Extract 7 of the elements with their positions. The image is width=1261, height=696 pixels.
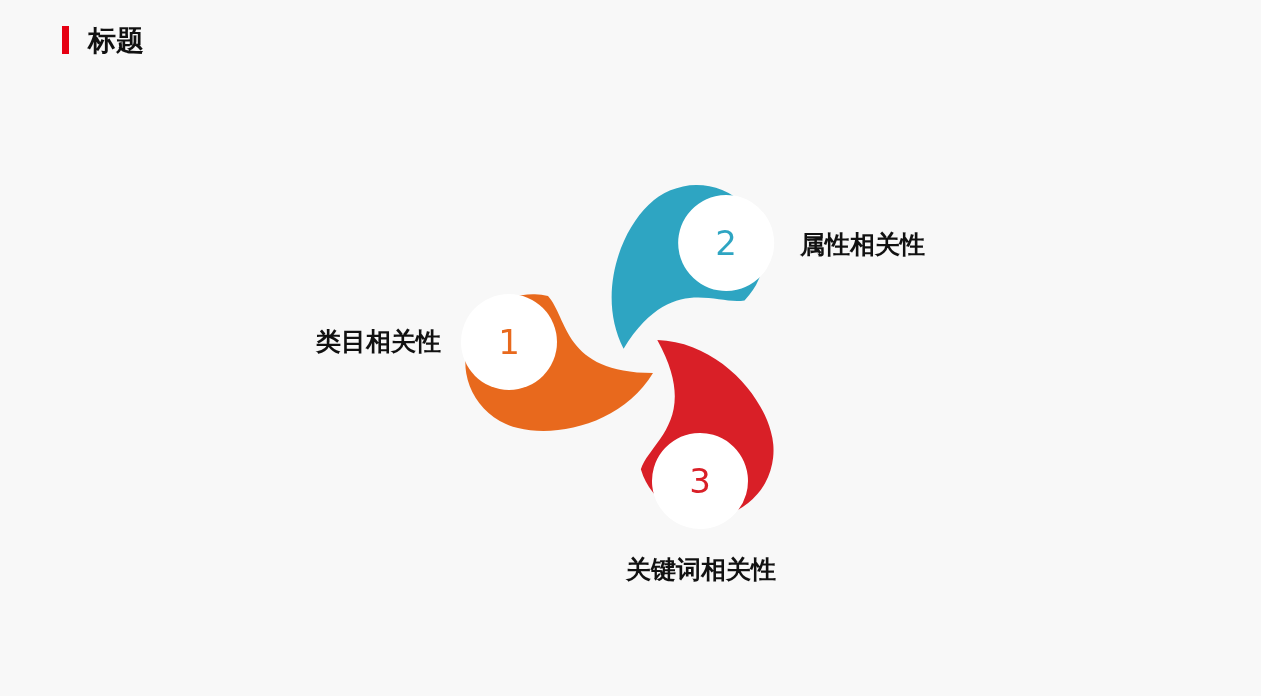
step-number: 1: [497, 321, 521, 364]
title: 标题: [88, 23, 144, 59]
step-label: 属性相关性: [800, 229, 925, 261]
step-number: 3: [688, 460, 712, 503]
step-label: 关键词相关性: [626, 554, 776, 586]
step-label: 类目相关性: [316, 326, 441, 358]
step-number: 2: [714, 222, 738, 265]
